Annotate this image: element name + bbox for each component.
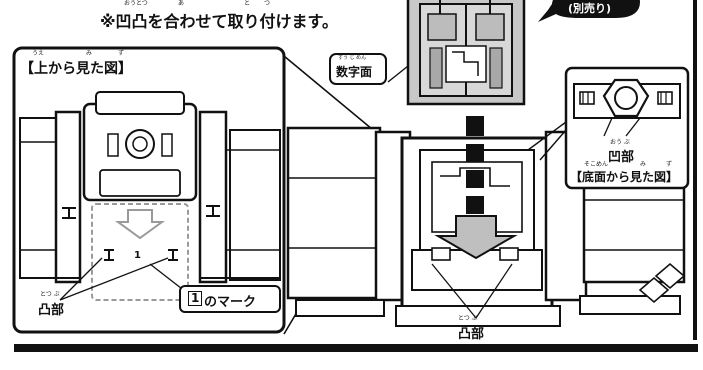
main-view-convex-ruby: とつ ぶ [458,315,478,322]
accessory-card-illustration [406,0,526,106]
bottom-view-inset [564,66,690,190]
ruby-ouotsu: おうとつ [124,0,148,7]
bottom-view-ruby-mi: み [640,161,647,168]
top-view-convex-ruby: とつ ぶ [40,291,60,298]
sold-separately-bubble [538,0,640,22]
mark-number: 1 [134,250,141,261]
top-view-label: 【上から見た図】 [20,61,132,77]
top-view-ruby-mi: み [86,50,93,57]
instruction-text: ※凹凸を合わせて取り付けます。 [100,12,338,31]
main-view-convex-label: 凸部 [458,327,485,342]
top-view-convex-label: 凸部 [38,303,65,318]
top-view-inset [12,46,286,334]
bottom-view-concave-label: 凹部 [608,150,635,165]
ruby-tsu: つ [264,0,271,7]
ruby-a: あ [178,0,185,7]
bottom-view-label: 【底面から見た図】 [570,170,679,184]
bottom-view-ruby-teimen: そこめん [584,161,609,168]
ruby-to: と [244,0,251,7]
number-face-ruby: すう じ めん [338,55,367,61]
mark-label-text: のマーク [204,295,257,310]
top-view-ruby-ue: うえ [32,50,45,57]
sold-separately-text: (別売り) [568,2,612,15]
mark-label-number: 1 [188,291,203,306]
bottom-view-concave-ruby: おう ぶ [610,139,630,146]
number-face-label: 数字面 [336,65,373,79]
top-view-ruby-zu: ず [118,50,125,57]
bottom-view-ruby-zu: ず [666,161,673,168]
